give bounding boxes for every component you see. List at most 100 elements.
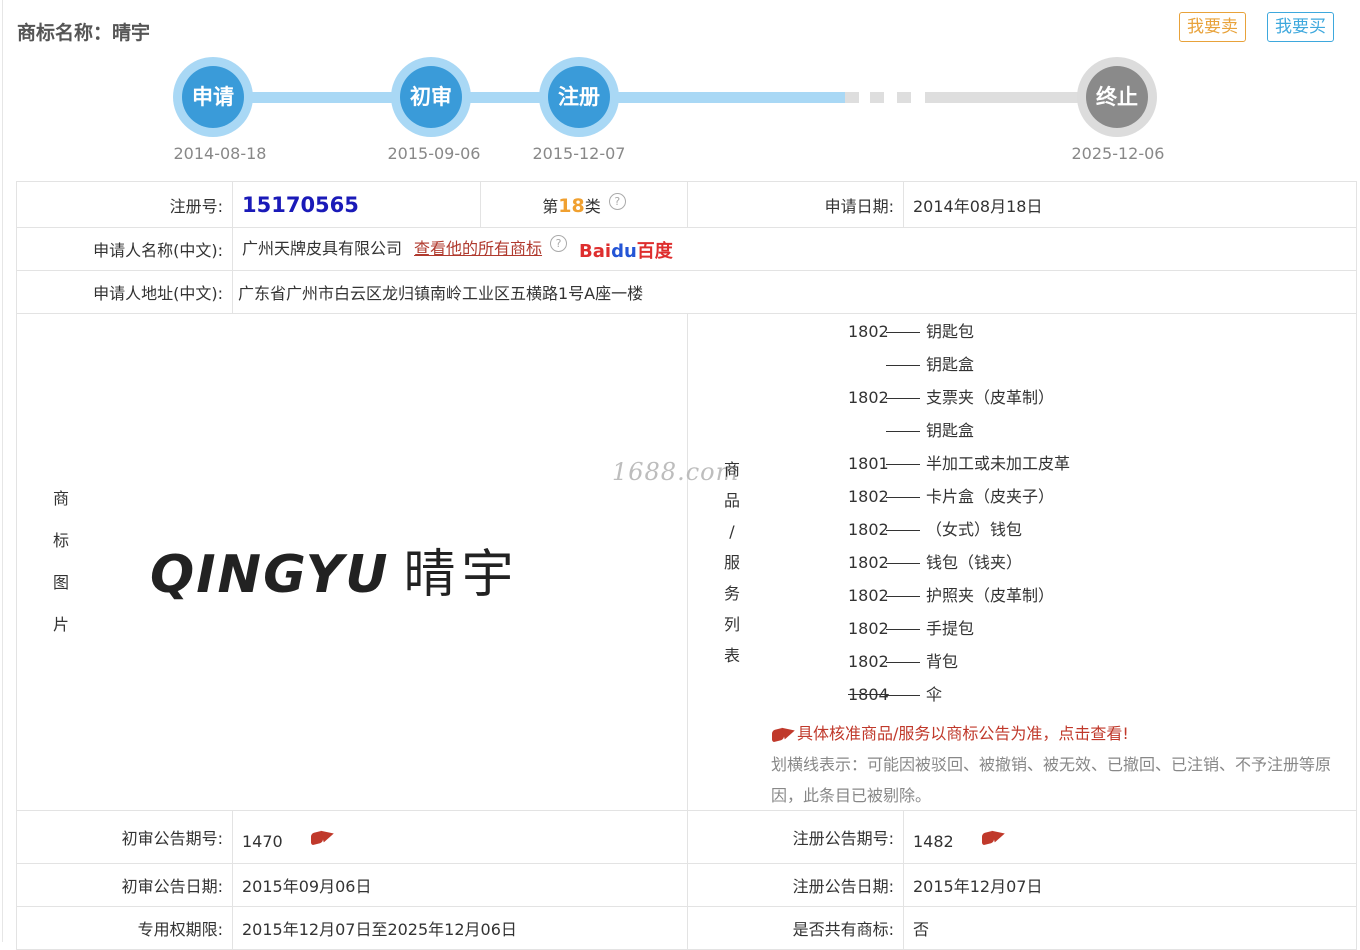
- goods-code: 1804: [848, 685, 889, 704]
- term-value: 2015年12月07日至2025年12月06日: [232, 906, 688, 950]
- table-row: 初审公告期号: 1470 注册公告期号: 1482: [16, 810, 1357, 864]
- goods-name: （女式）钱包: [926, 520, 1023, 539]
- goods-code: 1802: [848, 586, 889, 605]
- goods-name: 钥匙包: [926, 322, 975, 341]
- timeline-step-prelim: 初审: [391, 57, 471, 137]
- timeline-date: 2015-09-06: [387, 144, 481, 163]
- timeline-remaining-bar: [925, 92, 1120, 103]
- applicant-name: 广州天牌皮具有限公司: [242, 239, 403, 259]
- goods-code: 1802: [848, 322, 889, 341]
- table-row: 专用权期限: 2015年12月07日至2025年12月06日 是否共有商标: 否: [16, 906, 1357, 950]
- goods-name: 护照夹（皮革制）: [926, 586, 1055, 605]
- help-icon[interactable]: ?: [550, 235, 568, 253]
- applicant-label: 申请人名称(中文):: [16, 227, 233, 271]
- timeline-dash: [870, 92, 884, 103]
- timeline-date: 2014-08-18: [173, 144, 267, 163]
- applicant-cell: 广州天牌皮具有限公司查看他的所有商标? Baidu百度: [232, 227, 1357, 271]
- trademark-image-cell: [16, 313, 688, 811]
- reg-pub-no-value: 1482: [913, 832, 954, 852]
- timeline-step-terminate: 终止: [1077, 57, 1157, 137]
- reg-pub-no-label: 注册公告期号:: [687, 810, 904, 864]
- goods-dash: [886, 398, 920, 399]
- reg-pub-date-label: 注册公告日期:: [687, 863, 904, 907]
- page-border: [2, 0, 3, 942]
- reg-no-label: 注册号:: [16, 181, 233, 228]
- buy-button[interactable]: 我要买: [1267, 12, 1334, 42]
- list-item: 钥匙盒: [848, 353, 1070, 386]
- list-item: 1802 护照夹（皮革制）: [848, 584, 1070, 617]
- timeline-step-apply: 申请: [173, 57, 253, 137]
- table-row: 初审公告日期: 2015年09月06日 注册公告日期: 2015年12月07日: [16, 863, 1357, 907]
- list-item: 1802 钥匙包: [848, 320, 1070, 353]
- shared-label: 是否共有商标:: [687, 906, 904, 950]
- goods-code: 1802: [848, 619, 889, 638]
- list-item: 1802 背包: [848, 650, 1070, 683]
- timeline-date: 2025-12-06: [1071, 144, 1165, 163]
- class-cell: 第18类?: [480, 181, 688, 228]
- table-row: 注册号: 15170565 第18类? 申请日期: 2014年08月18日: [16, 181, 1357, 228]
- prelim-no-cell: 1470: [232, 810, 688, 864]
- goods-code: 1802: [848, 652, 889, 671]
- goods-name: 手提包: [926, 619, 975, 638]
- goods-dash: [886, 695, 920, 696]
- goods-dash: [886, 431, 920, 432]
- list-item: 1804 伞: [848, 683, 1070, 716]
- prelim-no-value: 1470: [242, 832, 283, 852]
- address-value: 广东省广州市白云区龙归镇南岭工业区五横路1号A座一楼: [232, 270, 1357, 314]
- class-number: 18: [558, 194, 585, 217]
- goods-dash: [886, 332, 920, 333]
- help-icon[interactable]: ?: [608, 192, 626, 210]
- address-label: 申请人地址(中文):: [16, 270, 233, 314]
- strike-note: 划横线表示：可能因被驳回、被撤销、被无效、已撤回、已注销、不予注册等原因，此条目…: [771, 755, 1332, 805]
- goods-name: 钱包（钱夹）: [926, 553, 1023, 572]
- table-row: 申请人地址(中文): 广东省广州市白云区龙归镇南岭工业区五横路1号A座一楼: [16, 270, 1357, 314]
- goods-name: 钥匙盒: [926, 355, 975, 374]
- timeline-dash: [897, 92, 911, 103]
- goods-list-label: 商 品 / 服 务 列 表: [723, 460, 740, 665]
- timeline-date: 2015-12-07: [532, 144, 626, 163]
- announcement-horn-icon[interactable]: [311, 829, 336, 847]
- view-all-trademarks-link[interactable]: 查看他的所有商标: [414, 239, 543, 259]
- goods-dash: [886, 530, 920, 531]
- goods-dash: [886, 629, 920, 630]
- timeline-dash: [845, 92, 859, 103]
- announcement-horn-icon[interactable]: [772, 726, 797, 744]
- goods-dash: [886, 464, 920, 465]
- reg-no-value: 15170565: [242, 192, 359, 217]
- page-title: 商标名称：晴宇: [17, 22, 151, 44]
- goods-notice[interactable]: 具体核准商品/服务以商标公告为准，点击查看!: [772, 720, 1129, 744]
- goods-code: 1801: [848, 454, 889, 473]
- timeline-progress-bar: [213, 92, 845, 103]
- goods-name: 背包: [926, 652, 959, 671]
- goods-dash: [886, 563, 920, 564]
- trademark-image-label: 商 标 图 片: [52, 489, 69, 634]
- apply-date-label: 申请日期:: [687, 181, 904, 228]
- goods-list-cell: [687, 313, 1357, 811]
- watermark: 1688.com: [612, 458, 740, 486]
- goods-name: 钥匙盒: [926, 421, 975, 440]
- goods-name: 伞: [926, 685, 943, 704]
- list-item: 1802（女式）钱包: [848, 518, 1070, 551]
- goods-name: 卡片盒（皮夹子）: [926, 487, 1055, 506]
- announcement-horn-icon[interactable]: [982, 829, 1007, 847]
- reg-no-cell: 15170565: [232, 181, 481, 228]
- term-label: 专用权期限:: [16, 906, 233, 950]
- goods-code: 1802: [848, 553, 889, 572]
- reg-pub-no-cell: 1482: [903, 810, 1357, 864]
- prelim-no-label: 初审公告期号:: [16, 810, 233, 864]
- list-item: 钥匙盒: [848, 419, 1070, 452]
- shared-value: 否: [903, 906, 1357, 950]
- list-item: 1802 手提包: [848, 617, 1070, 650]
- sell-button[interactable]: 我要卖: [1179, 12, 1246, 42]
- apply-date-value: 2014年08月18日: [903, 181, 1357, 228]
- table-row: 申请人名称(中文): 广州天牌皮具有限公司查看他的所有商标? Baidu百度: [16, 227, 1357, 271]
- goods-dash: [886, 365, 920, 366]
- baidu-search-icon[interactable]: Baidu百度: [579, 240, 673, 262]
- goods-dash: [886, 662, 920, 663]
- prelim-date-value: 2015年09月06日: [232, 863, 688, 907]
